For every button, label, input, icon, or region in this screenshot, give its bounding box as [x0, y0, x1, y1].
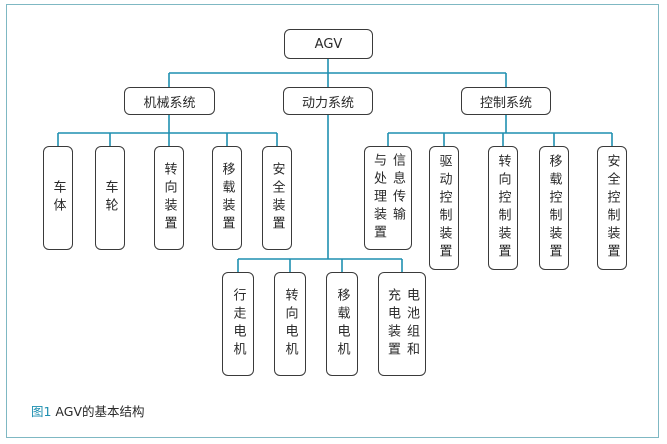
node-pwr-travel-label: 行走电机: [230, 288, 246, 360]
figure-frame: [6, 4, 659, 438]
node-mech-wheel-label: 车轮: [102, 180, 118, 216]
node-root-label: AGV: [314, 36, 343, 52]
node-mechanical-label: 机械系统: [143, 95, 196, 111]
node-pwr-steering-motor: 转向电机: [274, 272, 306, 376]
node-mech-transfer-label: 移载装置: [219, 162, 235, 234]
node-ctrl-safety: 安全控制装置: [597, 146, 627, 270]
node-ctrl-steering: 转向控制装置: [488, 146, 518, 270]
node-mech-transfer: 移载装置: [212, 146, 242, 250]
node-root: AGV: [284, 29, 373, 59]
node-mech-body: 车体: [43, 146, 73, 250]
node-pwr-transfer-label: 移载电机: [334, 288, 350, 360]
node-ctrl-drive-label: 驱动控制装置: [436, 154, 452, 262]
node-ctrl-info-label-col2: 与处理装置: [371, 153, 386, 243]
node-mech-safety: 安全装置: [262, 146, 292, 250]
node-mech-steering: 转向装置: [154, 146, 184, 250]
node-mechanical-system: 机械系统: [124, 87, 215, 115]
node-ctrl-transfer-label: 移载控制装置: [546, 154, 562, 262]
node-ctrl-drive: 驱动控制装置: [429, 146, 459, 270]
node-pwr-battery-charger: 电池组和 充电装置: [378, 272, 426, 376]
node-control-system: 控制系统: [461, 87, 551, 115]
node-ctrl-safety-label: 安全控制装置: [604, 154, 620, 262]
node-pwr-travel-motor: 行走电机: [222, 272, 254, 376]
node-ctrl-info-label-col1: 信息传输: [390, 153, 405, 225]
node-mech-safety-label: 安全装置: [269, 162, 285, 234]
node-pwr-steering-label: 转向电机: [282, 288, 298, 360]
node-power-system: 动力系统: [283, 87, 373, 115]
node-mech-body-label: 车体: [50, 180, 66, 216]
node-power-label: 动力系统: [301, 95, 354, 111]
node-mech-wheel: 车轮: [95, 146, 125, 250]
node-ctrl-steering-label: 转向控制装置: [495, 154, 511, 262]
node-ctrl-transfer: 移载控制装置: [539, 146, 569, 270]
node-pwr-battery-label-col2: 充电装置: [385, 288, 400, 360]
figure-caption: 图1 AGV的基本结构: [31, 401, 145, 420]
node-pwr-battery-label-col1: 电池组和: [404, 288, 419, 360]
node-mech-steering-label: 转向装置: [161, 162, 177, 234]
node-ctrl-info-processing: 信息传输 与处理装置: [364, 146, 412, 250]
figure-caption-text: AGV的基本结构: [51, 404, 145, 419]
node-pwr-transfer-motor: 移载电机: [326, 272, 358, 376]
figure-label: 图1: [31, 404, 52, 419]
node-control-label: 控制系统: [479, 95, 532, 111]
